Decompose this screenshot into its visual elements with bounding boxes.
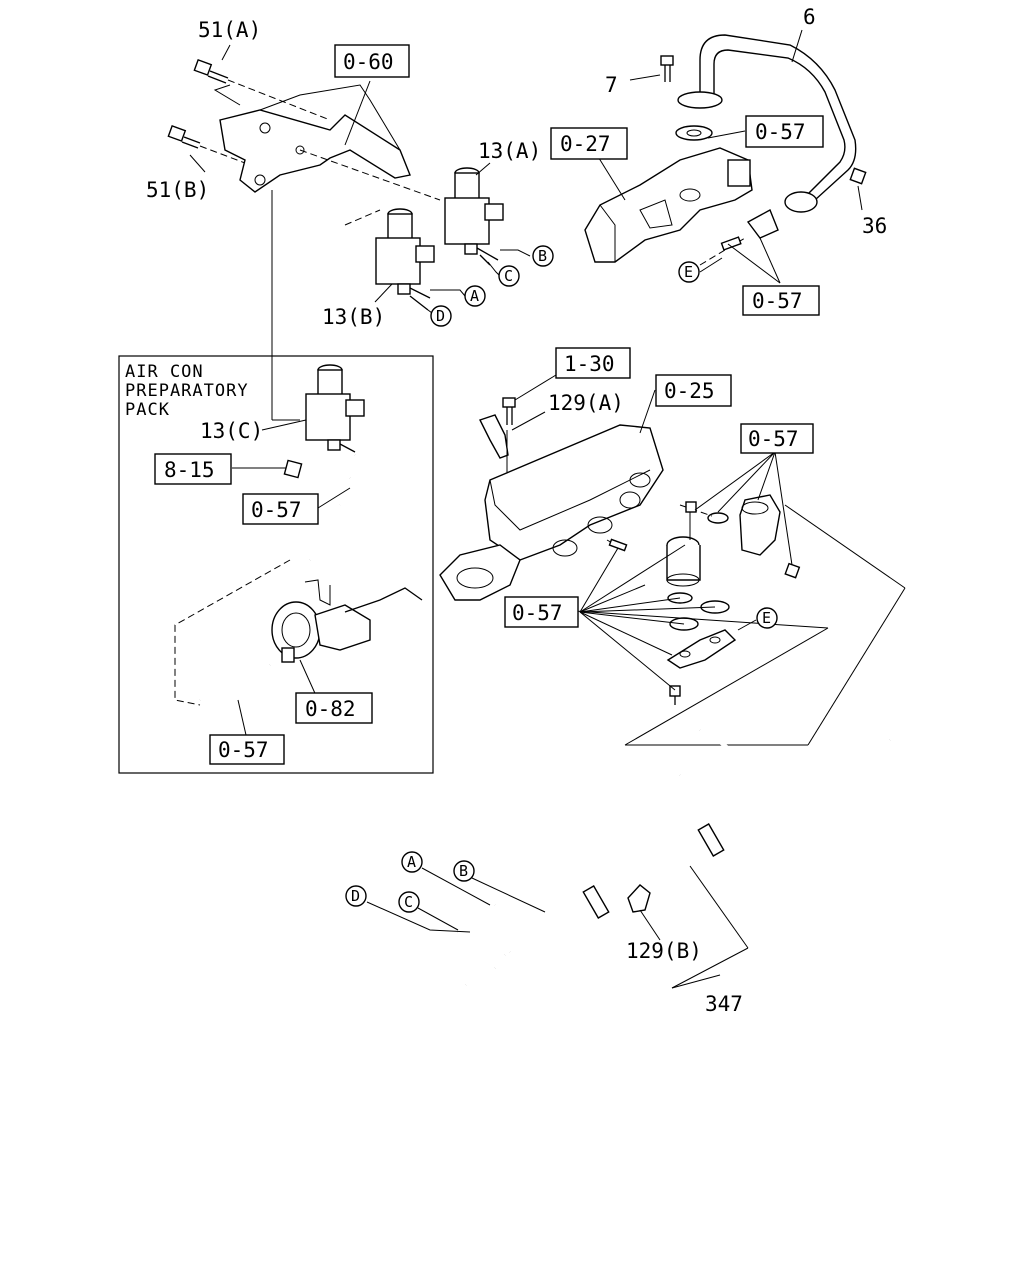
connector-e-top: E <box>684 263 693 281</box>
inset-caption-line1: AIR CON <box>125 362 204 382</box>
connector-e-mid: E <box>762 609 771 627</box>
connector-a-top: A <box>470 287 479 305</box>
label-6: 6 <box>803 5 816 29</box>
ref-0-57-inset1: 0-57 <box>251 498 302 522</box>
exhaust-manifold-assembly <box>439 397 906 746</box>
reference-boxes: 0-60 0-27 0-57 0-57 1-30 0-25 0-57 0-57 … <box>154 44 824 765</box>
connector-leaders <box>366 249 757 933</box>
connector-a-bottom: A <box>407 853 416 871</box>
ref-0-57-topright: 0-57 <box>752 289 803 313</box>
ref-0-27: 0-27 <box>560 132 611 156</box>
label-13a: 13(A) <box>478 139 541 163</box>
label-347: 347 <box>705 992 743 1016</box>
connector-d-top: D <box>436 307 445 325</box>
solenoid-13b <box>375 208 435 311</box>
bracket-assembly <box>167 59 441 421</box>
connector-d-bottom: D <box>351 887 360 905</box>
bolt-51b <box>167 125 246 164</box>
ref-0-25: 0-25 <box>664 379 715 403</box>
egr-pipe-assembly <box>584 34 867 266</box>
solenoid-13a <box>444 167 504 266</box>
ref-8-15: 8-15 <box>164 458 215 482</box>
inset-air-con-pack <box>118 355 434 774</box>
label-7: 7 <box>605 73 618 97</box>
hose-assembly-347 <box>457 728 891 987</box>
label-36: 36 <box>862 214 887 238</box>
part-labels: 51(A) 51(B) 13(A) 13(B) 13(C) 7 6 36 129… <box>146 5 887 1016</box>
ref-0-57-mid: 0-57 <box>512 601 563 625</box>
inset-caption-line3: PACK <box>125 400 170 420</box>
label-51b: 51(B) <box>146 178 209 202</box>
label-13b: 13(B) <box>322 305 385 329</box>
inset-caption: AIR CON PREPARATORY PACK <box>125 362 249 420</box>
label-51a: 51(A) <box>198 18 261 42</box>
ref-0-57-inset2: 0-57 <box>218 738 269 762</box>
label-13c: 13(C) <box>200 419 263 443</box>
ref-0-60: 0-60 <box>343 50 394 74</box>
connector-b-bottom: B <box>459 862 468 880</box>
ref-0-57-right: 0-57 <box>748 427 799 451</box>
inset-caption-line2: PREPARATORY <box>125 381 249 401</box>
bolt-51a <box>193 59 331 121</box>
ref-1-30: 1-30 <box>564 352 615 376</box>
connector-b-top: B <box>538 247 547 265</box>
connector-c-top: C <box>504 267 513 285</box>
ref-0-82: 0-82 <box>305 697 356 721</box>
ref-0-57-top: 0-57 <box>755 120 806 144</box>
connector-markers: B C A D E E A B D C <box>345 245 778 913</box>
label-129a: 129(A) <box>548 391 624 415</box>
connector-c-bottom: C <box>404 893 413 911</box>
label-129b: 129(B) <box>626 939 702 963</box>
leader-lines <box>189 29 863 989</box>
